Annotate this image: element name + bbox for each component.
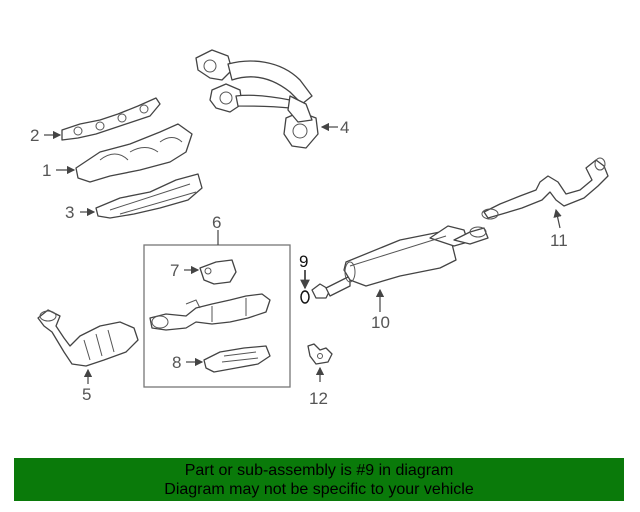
part-hanger-bracket[interactable] bbox=[307, 343, 333, 365]
leader-11 bbox=[553, 208, 562, 229]
callout-11: 11 bbox=[550, 231, 568, 250]
callout-4: 4 bbox=[340, 118, 349, 137]
callout-1: 1 bbox=[42, 161, 51, 180]
banner-line-1: Part or sub-assembly is #9 in diagram bbox=[184, 462, 454, 479]
part-manifold-gasket[interactable] bbox=[61, 97, 161, 141]
callout-5: 5 bbox=[82, 385, 91, 404]
callout-6: 6 bbox=[212, 213, 221, 232]
part-heat-insulator[interactable] bbox=[203, 345, 271, 373]
part-converter-shield[interactable] bbox=[199, 259, 237, 285]
callout-7: 7 bbox=[170, 261, 179, 280]
callout-2: 2 bbox=[30, 126, 39, 145]
callout-9: 9 bbox=[299, 252, 308, 271]
callout-10: 10 bbox=[371, 313, 390, 332]
banner-line-2: Diagram may not be specific to your vehi… bbox=[164, 481, 474, 498]
part-front-pipe[interactable] bbox=[195, 49, 319, 149]
callout-3: 3 bbox=[65, 203, 74, 222]
assembly-box-6 bbox=[143, 244, 291, 388]
part-catalytic-converter[interactable] bbox=[37, 309, 139, 367]
part-exhaust-manifold[interactable] bbox=[75, 123, 193, 183]
part-converter-pipe[interactable] bbox=[149, 293, 271, 331]
part-muffler[interactable] bbox=[311, 225, 489, 299]
exhaust-parts-diagram: 4 2 1 3 6 7 bbox=[30, 49, 609, 408]
callout-8: 8 bbox=[172, 353, 181, 372]
part-tail-pipe[interactable] bbox=[481, 157, 609, 220]
part-gasket-9[interactable] bbox=[300, 290, 310, 304]
part-heat-shield[interactable] bbox=[95, 173, 203, 219]
info-banner: Part or sub-assembly is #9 in diagram Di… bbox=[14, 458, 624, 501]
callout-12: 12 bbox=[309, 389, 328, 408]
